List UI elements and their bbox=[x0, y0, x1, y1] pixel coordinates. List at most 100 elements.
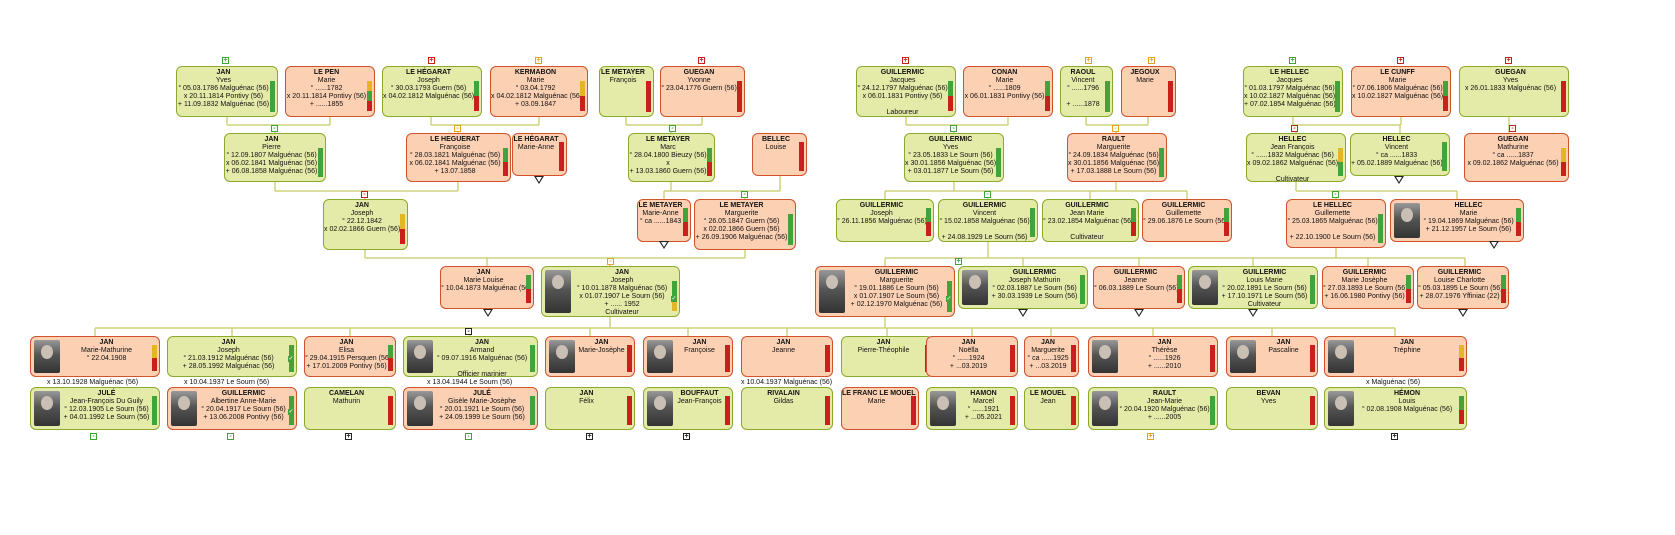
collapse-toggle-icon[interactable]: - bbox=[741, 191, 748, 198]
expand-toggle-icon[interactable]: + bbox=[1397, 57, 1404, 64]
expand-toggle-icon[interactable]: + bbox=[586, 433, 593, 440]
more-descendants-icon[interactable] bbox=[483, 309, 493, 317]
collapse-toggle-icon[interactable]: - bbox=[271, 125, 278, 132]
more-descendants-icon[interactable] bbox=[1248, 309, 1258, 317]
expand-toggle-icon[interactable]: + bbox=[222, 57, 229, 64]
collapse-toggle-icon[interactable]: - bbox=[950, 125, 957, 132]
collapse-toggle-icon[interactable]: - bbox=[90, 433, 97, 440]
collapse-toggle-icon[interactable]: - bbox=[669, 125, 676, 132]
more-descendants-icon[interactable] bbox=[534, 176, 544, 184]
expand-toggle-icon[interactable]: + bbox=[1085, 57, 1092, 64]
expand-toggle-icon[interactable]: + bbox=[1148, 57, 1155, 64]
expand-toggle-icon[interactable]: + bbox=[1391, 433, 1398, 440]
expand-toggle-icon[interactable]: + bbox=[345, 433, 352, 440]
expand-toggle-icon[interactable]: + bbox=[1505, 57, 1512, 64]
collapse-toggle-icon[interactable]: - bbox=[465, 433, 472, 440]
expand-toggle-icon[interactable]: + bbox=[683, 433, 690, 440]
collapse-toggle-icon[interactable]: - bbox=[1291, 125, 1298, 132]
expand-toggle-icon[interactable]: + bbox=[902, 57, 909, 64]
collapse-toggle-icon[interactable]: - bbox=[454, 125, 461, 132]
more-descendants-icon[interactable] bbox=[659, 241, 669, 249]
collapse-toggle-icon[interactable]: - bbox=[465, 328, 472, 335]
expand-toggle-icon[interactable]: + bbox=[535, 57, 542, 64]
collapse-toggle-icon[interactable]: - bbox=[361, 191, 368, 198]
collapse-toggle-icon[interactable]: - bbox=[607, 258, 614, 265]
collapse-toggle-icon[interactable]: - bbox=[1112, 125, 1119, 132]
collapse-toggle-icon[interactable]: - bbox=[1332, 191, 1339, 198]
collapse-toggle-icon[interactable]: - bbox=[984, 191, 991, 198]
expand-toggle-icon[interactable]: + bbox=[955, 258, 962, 265]
expand-toggle-icon[interactable]: + bbox=[428, 57, 435, 64]
more-descendants-icon[interactable] bbox=[1018, 309, 1028, 317]
expand-toggle-icon[interactable]: + bbox=[1147, 433, 1154, 440]
more-descendants-icon[interactable] bbox=[1394, 176, 1404, 184]
more-descendants-icon[interactable] bbox=[1458, 309, 1468, 317]
expand-toggle-icon[interactable]: + bbox=[1289, 57, 1296, 64]
collapse-toggle-icon[interactable]: - bbox=[1509, 125, 1516, 132]
expand-toggle-icon[interactable]: + bbox=[698, 57, 705, 64]
more-descendants-icon[interactable] bbox=[1489, 241, 1499, 249]
